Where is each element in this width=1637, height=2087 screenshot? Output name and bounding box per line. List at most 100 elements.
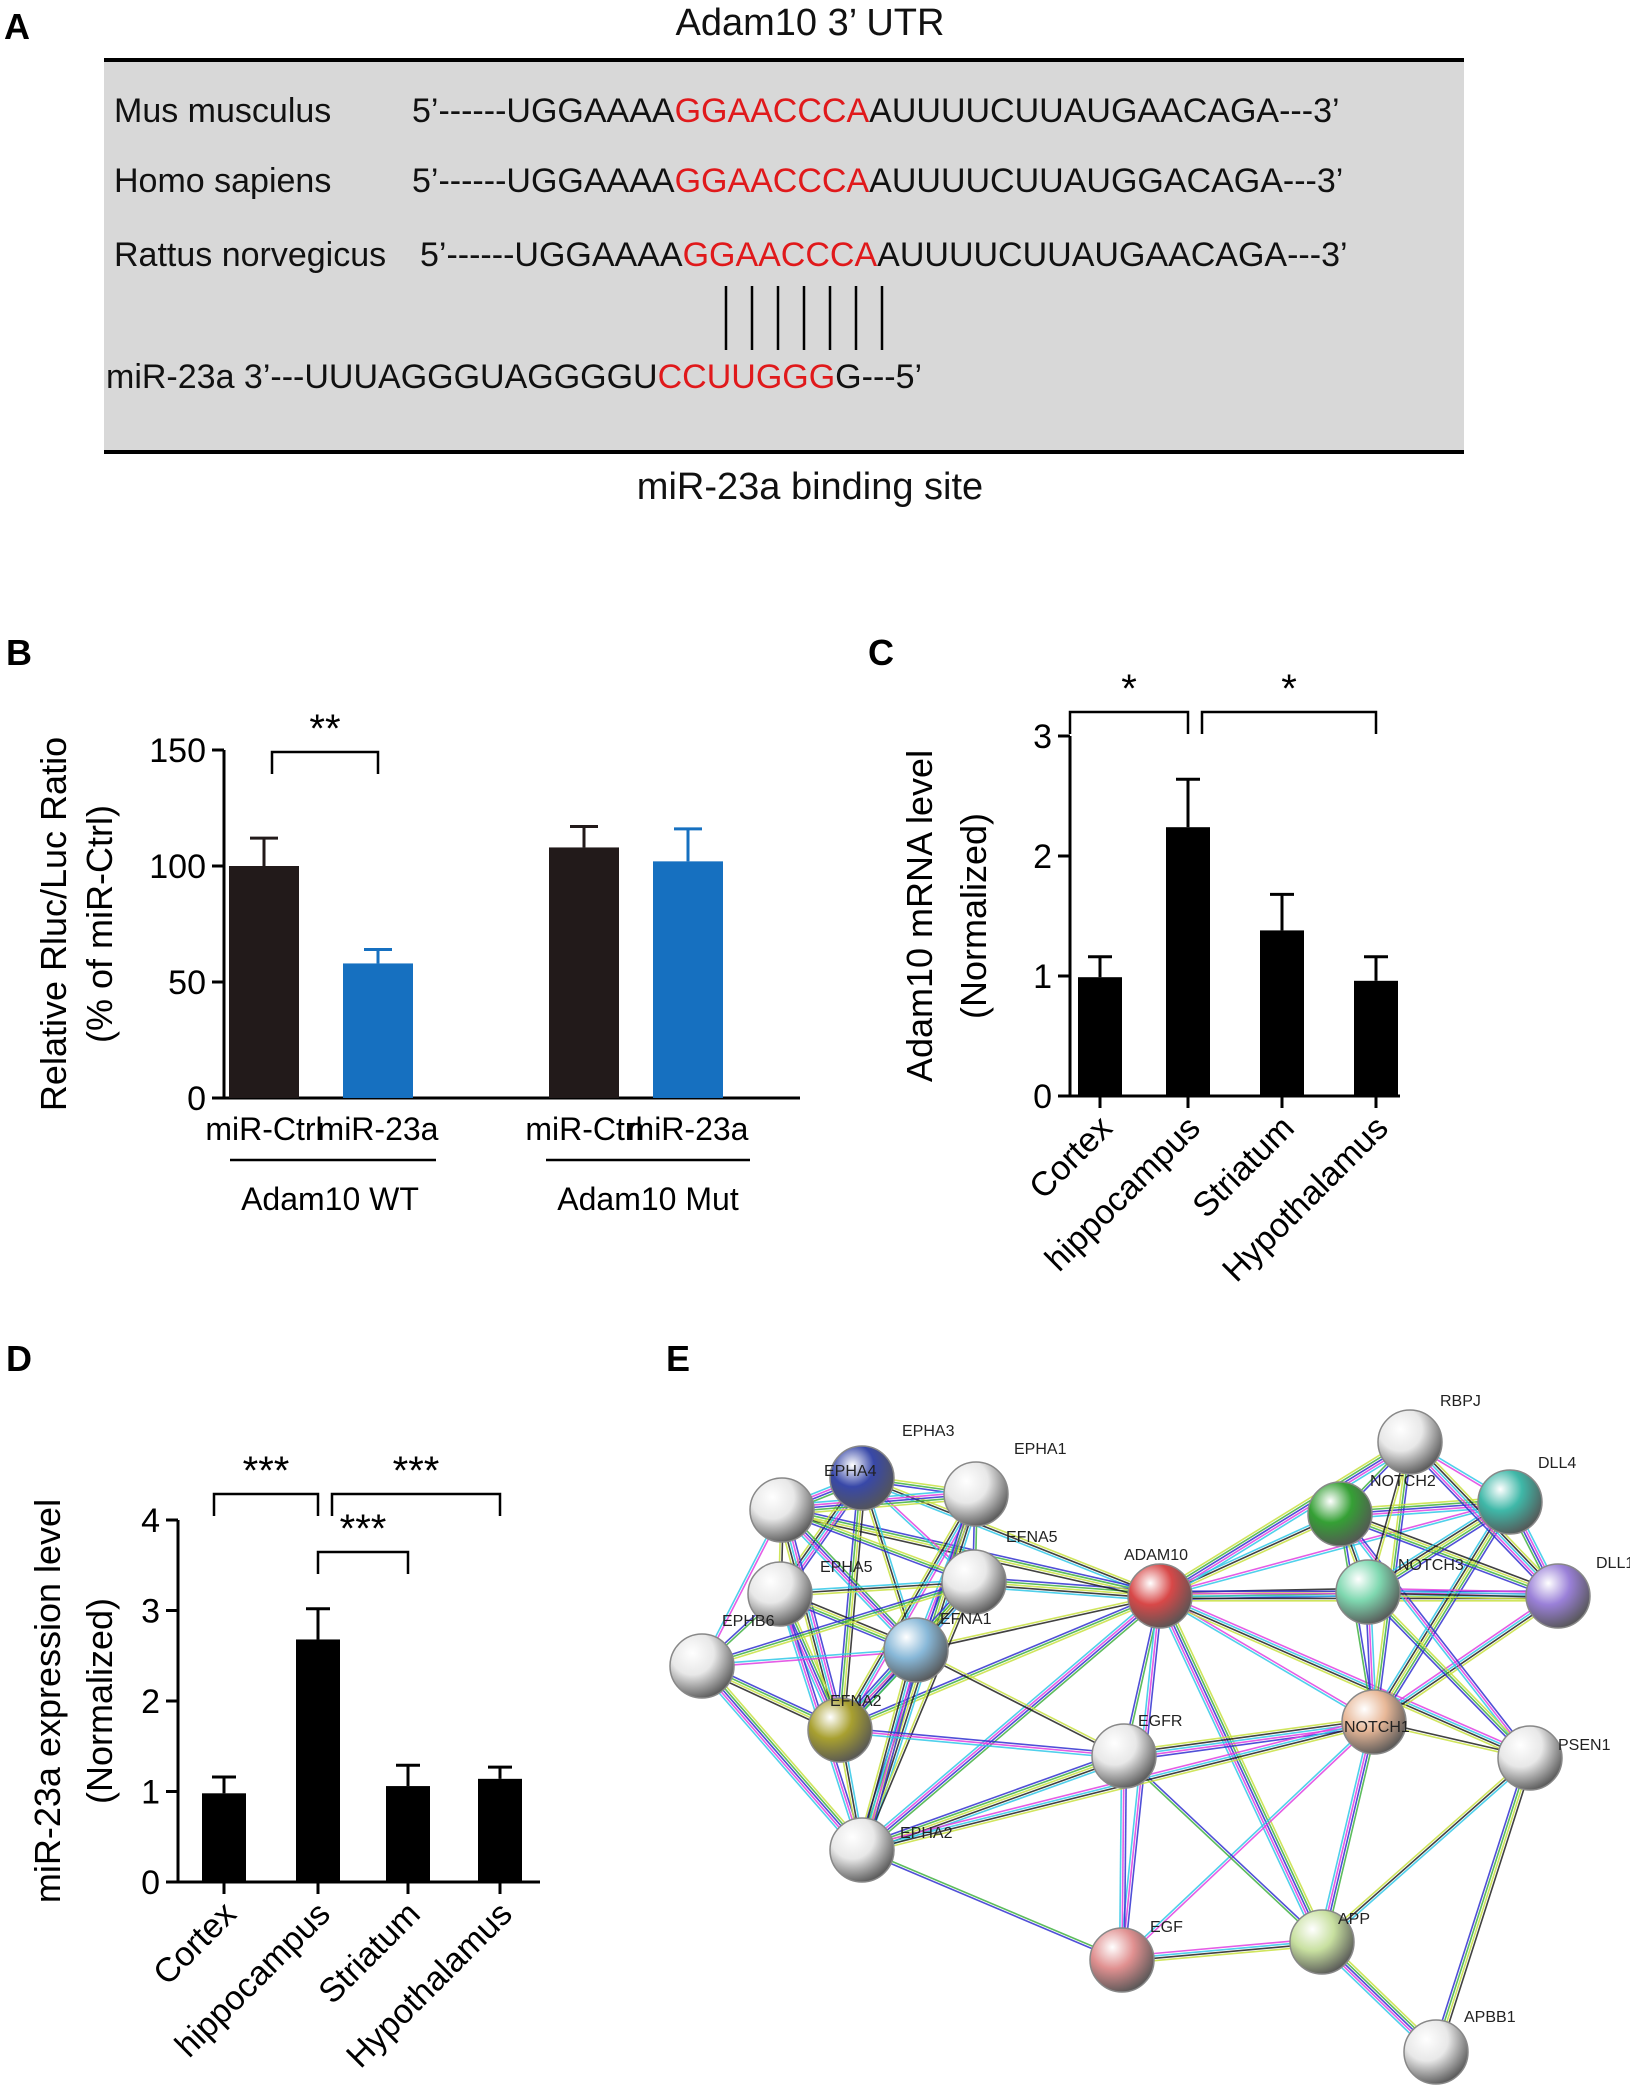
panel-letter-e: E [666,1338,691,1379]
sequence-mouse: 5’------UGGAAAAGGAACCCAAUUUUCUUAUGAACAGA… [412,92,1340,130]
node-egfr [1091,1723,1157,1789]
y-axis-label-2: (Normalized) [953,813,994,1019]
network-edge [842,1495,980,1733]
network-edge [1160,1443,1412,1599]
significance-label: * [1121,667,1137,711]
node-notch1 [1341,1689,1407,1755]
mirna-sequence: miR-23a 3’---UUUAGGGUAGGGGUCCUUGGGG---5’ [106,358,923,396]
network-edge [1338,1516,1558,1601]
bar [202,1793,246,1882]
network-edge [1371,1592,1557,1720]
network-edge [838,1593,1160,1729]
network-edge [861,1850,1122,1962]
network-edge [1407,1443,1557,1599]
node-epha5 [747,1561,813,1627]
network-edge [1122,1722,1376,1962]
network-edge [1369,1499,1507,1720]
y-axis-label: Relative Rluc/Luc Ratio [33,737,74,1111]
bar [229,866,299,1098]
network-edge [701,1665,863,1851]
network-edge [1321,1757,1531,1943]
network-edge [1157,1596,1321,1944]
node-efna1 [883,1617,949,1683]
significance-bracket [270,750,380,774]
network-edge [840,1478,864,1731]
group-label-mut: Adam10 Mut [557,1181,739,1217]
network-edge [858,1649,915,1850]
network-edge [702,1583,975,1670]
significance-label: *** [340,1507,387,1551]
network-edge [1431,1756,1528,2052]
network-edge [1434,1757,1530,2052]
y-tick-label: 50 [168,964,206,1002]
node-label-rbpj: RBPJ [1440,1393,1481,1410]
y-tick-label: 3 [1033,718,1052,756]
network-edge [859,1592,1159,1848]
network-edge [782,1507,976,1581]
network-edge [1121,1940,1322,1960]
network-edge [1371,1500,1509,1722]
x-tick-label: miR-Ctrl [525,1111,642,1147]
network-edge [701,1581,975,1667]
network-edge [1121,1755,1125,1961]
node-label-efna2: EFNA2 [830,1693,882,1710]
significance-bracket [316,1550,410,1574]
y-tick-label: 0 [1033,1078,1052,1116]
panel-letter-d: D [6,1338,32,1379]
bar [1260,930,1304,1096]
network-edge [916,1596,1161,1652]
bar [296,1639,340,1882]
network-edge [1158,1598,1529,1763]
species-label-human: Homo sapiens [114,162,332,200]
network-edge [860,1752,1124,1849]
network-edge [781,1509,975,1583]
node-label-apbb1: APBB1 [1464,2009,1516,2026]
bar [1354,980,1398,1096]
network-edge [862,1596,1162,1852]
alignment-box [104,58,1464,454]
network-edge [1438,1758,1535,2054]
network-edge [699,1667,861,1853]
network-edge [697,1668,859,1854]
node-label-efna5: EFNA5 [1006,1529,1058,1546]
network-edge [915,1650,1124,1758]
node-rbpj [1377,1409,1443,1475]
significance-label: *** [393,1449,440,1493]
node-label-egf: EGF [1150,1919,1183,1936]
network-edge [842,1478,867,1731]
network-edge [1405,1444,1556,1600]
node-ephb6 [669,1633,735,1699]
network-edge [703,1663,865,1849]
network-edge [701,1648,916,1666]
network-edge [1160,1515,1342,1599]
network-edge [1374,1596,1560,1724]
network-edge [1372,1594,1558,1722]
panel-a-caption: miR-23a binding site [636,466,984,508]
network-edge [1159,1441,1411,1597]
network-edge [1375,1598,1561,1726]
significance-label: *** [243,1449,290,1493]
network-edge [1124,1723,1375,1760]
y-tick-label: 0 [141,1864,160,1902]
network-edge [1320,1721,1374,1942]
y-tick-label: 3 [141,1593,160,1631]
network-edge [1324,1722,1379,1944]
network-edge [1375,1502,1513,1724]
y-tick-label: 4 [141,1502,160,1540]
network-edge [860,1594,1160,1850]
network-edge [702,1650,917,1668]
network-edge [1158,1439,1410,1595]
network-edge [1162,1445,1413,1601]
network-edge [782,1497,977,1516]
species-label-rat: Rattus norvegicus [114,236,387,274]
network-edge [705,1662,867,1848]
network-edge [1118,1755,1123,1960]
network-edge [1122,1756,1322,1944]
network-edge [1159,1500,1510,1596]
network-edge [838,1477,862,1730]
network-edge [1124,1754,1324,1942]
node-label-notch1: NOTCH1 [1344,1719,1410,1736]
